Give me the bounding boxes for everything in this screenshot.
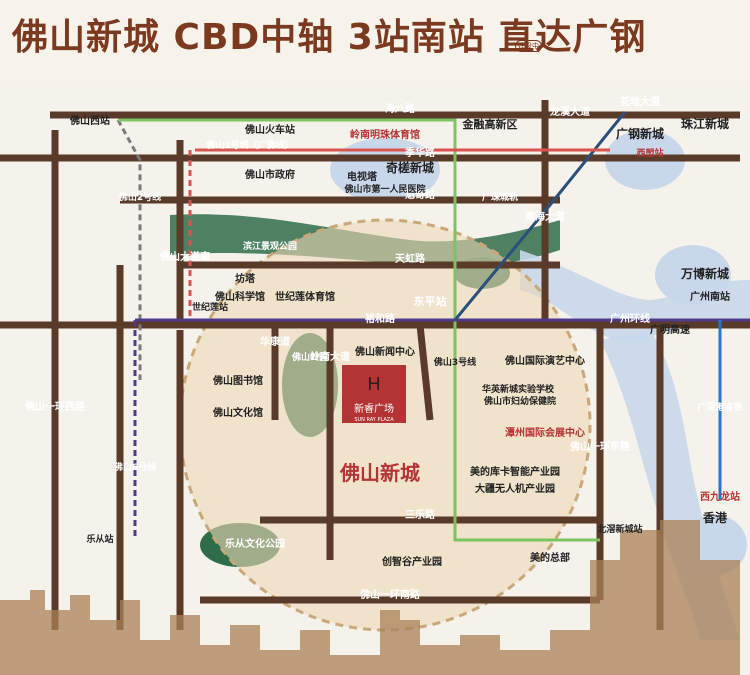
poi-label-5: 佛山科学馆 xyxy=(214,290,265,303)
area-label-2: 广钢新城 xyxy=(616,126,664,141)
new-city-boundary xyxy=(178,218,592,632)
poi-label-4: 坊塔 xyxy=(235,272,256,285)
river-east xyxy=(520,250,750,342)
station-label-5: 北滘新城站 xyxy=(597,523,642,535)
poi-label-9: 佛山文化馆 xyxy=(212,406,263,419)
road-label-17: 广州环线 xyxy=(610,312,650,325)
station-label-4: 东平站 xyxy=(414,294,447,308)
headline: 佛山新城 CBD中轴 3站南站 直达广钢 xyxy=(12,17,647,58)
line-label-0: 佛山1号线（广佛线） xyxy=(205,139,293,151)
road-label-16: 广明高速 xyxy=(650,323,690,336)
poi-label-20: 佛山公园 xyxy=(291,351,328,363)
poi-label-16: 美的总部 xyxy=(530,551,570,564)
area-label-4: 万博新城 xyxy=(680,266,729,281)
poi-label-0: 岭南明珠体育馆 xyxy=(350,128,420,141)
poi-label-7: 佛山新闻中心 xyxy=(354,345,415,358)
road-label-14: 花地大道 xyxy=(620,95,660,108)
area-label-5: 佛山新城 xyxy=(339,461,420,485)
poi-label-2: 电视塔 xyxy=(347,170,378,183)
area-label-6: 香港 xyxy=(702,510,728,525)
line-label-3: 佛山3号线 xyxy=(433,356,476,368)
road-label-15: 广州南站 xyxy=(690,290,730,303)
poi-label-12: 佛山市妇幼保健院 xyxy=(483,395,556,407)
lake-qicuo xyxy=(330,138,440,202)
station-label-0: 佛山西站 xyxy=(69,114,110,127)
road-label-2: 魁奇路 xyxy=(405,188,436,201)
headline-tag: 建设中 xyxy=(515,40,542,52)
line-label-2: 佛山2号线 xyxy=(118,191,161,203)
road-label-1: 季华路 xyxy=(404,146,436,159)
poi-label-15: 大疆无人机产业园 xyxy=(475,482,555,495)
poi-label-6: 世纪莲体育馆 xyxy=(275,290,335,303)
road-label-0: 海八路 xyxy=(385,102,416,115)
line-label-1: 广珠城轨 xyxy=(482,191,518,203)
metro-lines xyxy=(116,111,750,542)
station-label-1: 佛山火车站 xyxy=(244,123,295,136)
poi-label-13: 潭州国际会展中心 xyxy=(505,426,585,439)
station-label-7: 西九龙站 xyxy=(700,490,740,503)
poi-label-19: 滨江景观公园 xyxy=(243,240,297,252)
road-label-8: 佛山一环西路 xyxy=(24,400,86,413)
road-label-4: 裕和路 xyxy=(364,312,396,325)
area-label-3: 珠江新城 xyxy=(681,116,729,131)
poi-label-8: 佛山图书馆 xyxy=(212,374,263,387)
line-label-5: 广深港高铁 xyxy=(697,401,742,413)
road-label-12: 南海大道 xyxy=(525,210,565,223)
poi-label-1: 佛山市政府 xyxy=(244,168,295,181)
cbd-marker-logo: H xyxy=(367,374,381,395)
road-label-3: 天虹路 xyxy=(395,252,426,265)
skyline xyxy=(0,520,740,675)
project-name-en: SUN RAY PLAZA xyxy=(354,417,394,423)
station-label-2: 西塱站 xyxy=(636,147,663,159)
station-label-3: 世纪莲站 xyxy=(192,301,228,313)
road-label-11: 华康道 xyxy=(260,335,290,348)
road-label-13: 龙溪大道 xyxy=(549,105,590,118)
cbd-marker xyxy=(342,365,406,423)
road-label-6: 佛山一环南路 xyxy=(359,588,421,601)
roads xyxy=(0,100,750,630)
poi-label-14: 美的库卡智能产业园 xyxy=(470,465,560,478)
lake-wanbo xyxy=(655,245,731,305)
line-label-4: 佛山6号线 xyxy=(113,461,156,473)
poi-label-17: 创智谷产业园 xyxy=(381,555,442,568)
road-label-5: 三乐路 xyxy=(405,508,436,521)
road-label-10: 岭南大道 xyxy=(310,350,350,363)
project-name: 新睿广场 xyxy=(354,402,394,415)
poi-label-11: 华英新城实验学校 xyxy=(482,383,555,395)
poi-label-3: 佛山市第一人民医院 xyxy=(343,183,425,195)
road-label-7: 佛山大道南 xyxy=(159,250,210,263)
area-label-1: 奇槎新城 xyxy=(386,160,434,175)
poi-label-18: 乐从文化公园 xyxy=(225,537,285,550)
header: 佛山新城 CBD中轴 3站南站 直达广钢 建设中 xyxy=(0,0,750,86)
area-label-0: 金融高新区 xyxy=(462,117,518,131)
station-label-6: 乐从站 xyxy=(86,533,113,545)
poi-label-10: 佛山国际演艺中心 xyxy=(504,354,585,367)
road-label-9: 佛山一环东路 xyxy=(569,440,631,453)
